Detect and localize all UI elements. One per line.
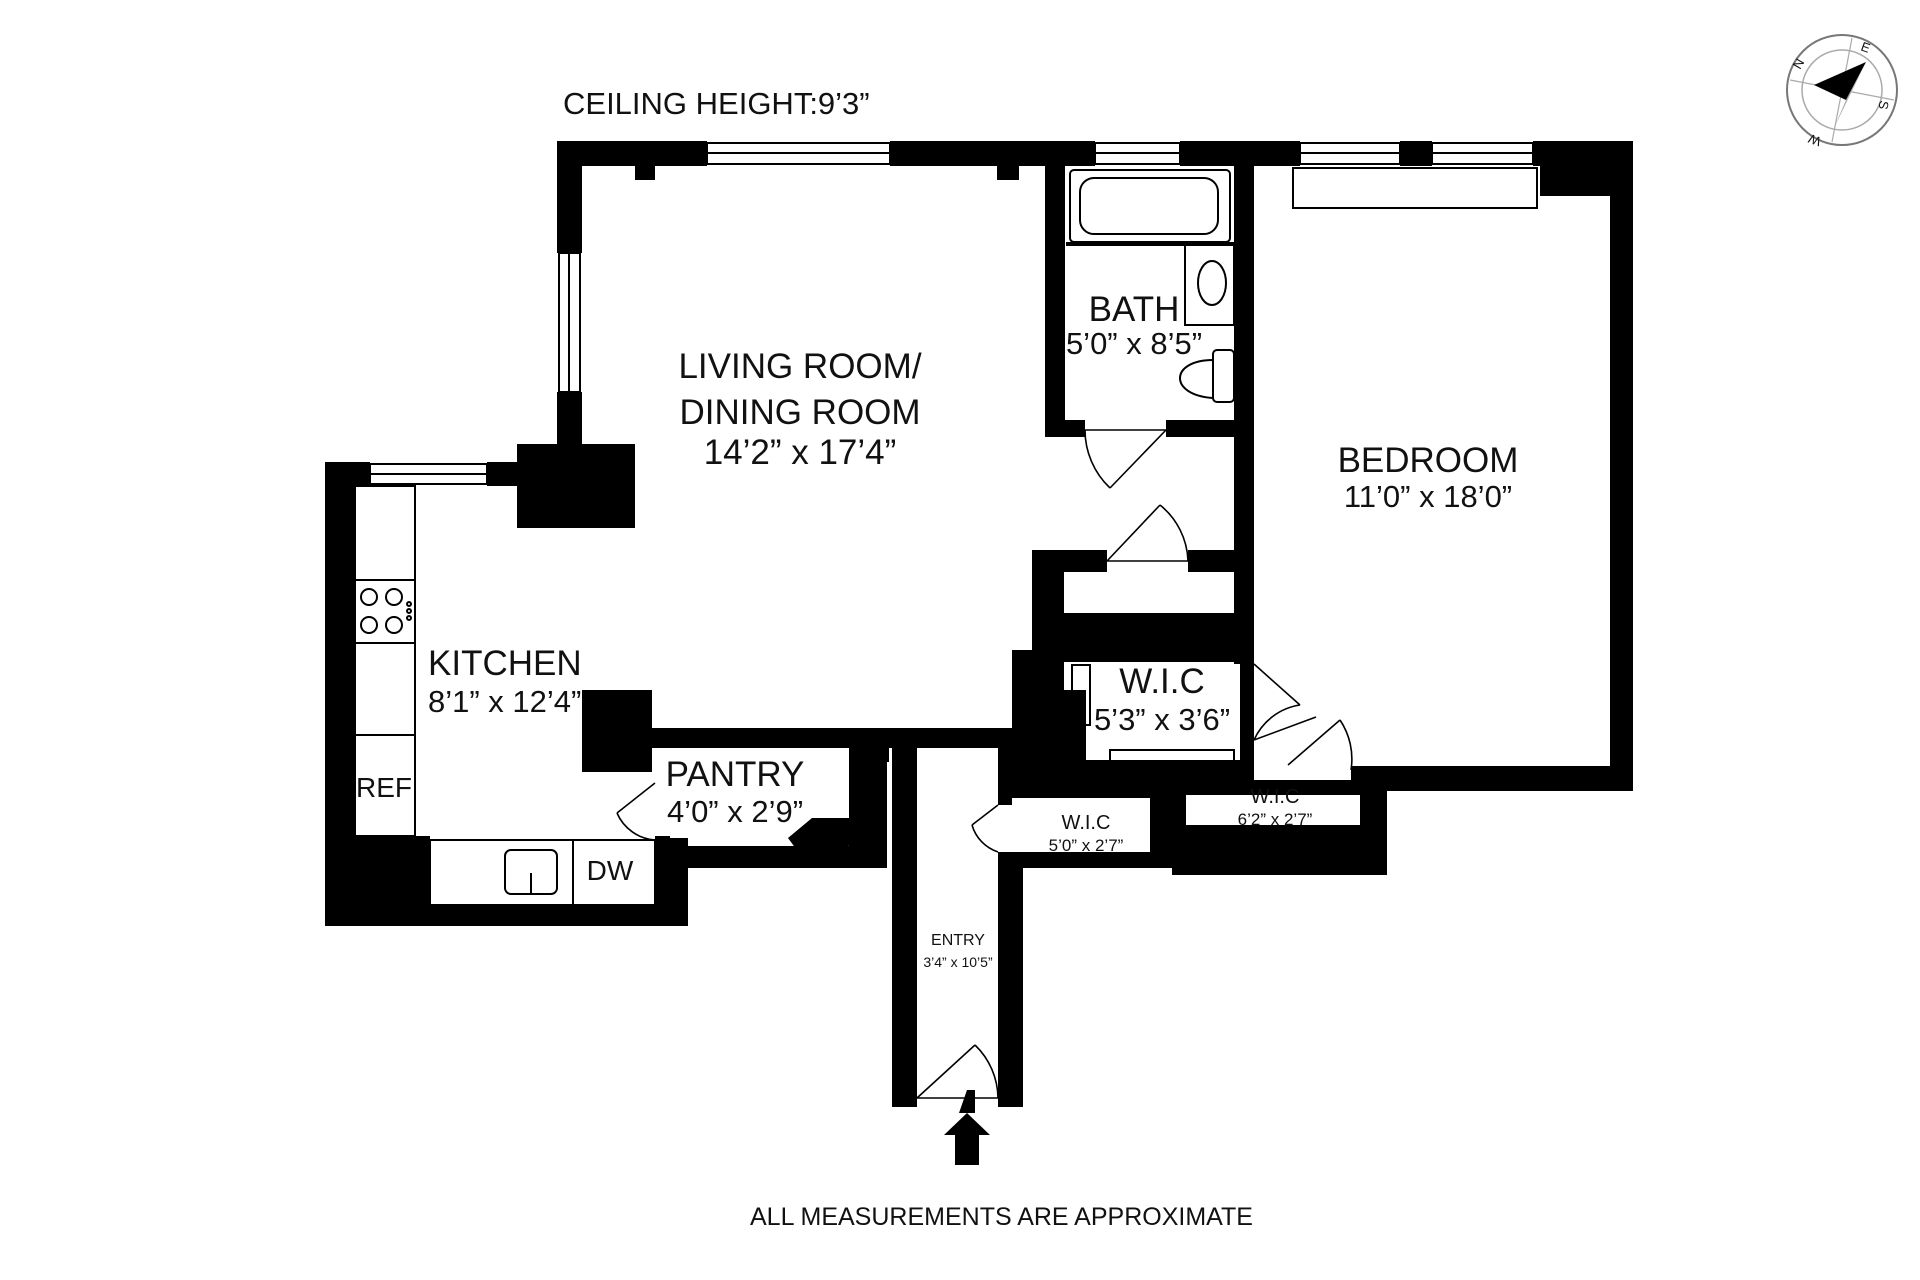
entry-name: ENTRY [931,932,985,949]
wic-bedroom-dims: 6’2” x 2’7” [1238,810,1313,829]
bath-dims: 5’0” x 8’5” [1066,326,1202,361]
pantry-name: PANTRY [666,755,805,794]
ref-label: REF [356,772,412,803]
room-voids [1186,795,1360,825]
compass-w: W [1806,131,1823,150]
pantry-dims: 4’0” x 2’9” [667,794,803,829]
bath-name: BATH [1089,290,1180,329]
kitchen-dims: 8’1” x 12’4” [428,684,581,719]
kitchen-fixtures [354,485,656,906]
doors [616,429,1353,1099]
wic-entry-dims: 5’0” x 2’7” [1049,836,1124,855]
wic-main-name: W.I.C [1119,662,1205,701]
kitchen-name: KITCHEN [428,644,582,683]
compass-icon: N E S W [1786,34,1898,150]
compass-s: S [1875,99,1891,110]
entry-arrow-icon [959,1090,975,1113]
ceiling-height-label: CEILING HEIGHT:9’3” [563,86,870,121]
bedroom-name: BEDROOM [1338,441,1519,480]
wic-main-dims: 5’3” x 3’6” [1094,702,1230,737]
approximate-note: ALL MEASUREMENTS ARE APPROXIMATE [750,1203,1253,1231]
closet-rods [1071,664,1235,765]
dw-label: DW [587,855,634,886]
windows [369,142,1534,485]
wic-entry-name: W.I.C [1062,812,1111,834]
entry-dims: 3’4” x 10’5” [923,954,993,970]
living-room-name-2: DINING ROOM [679,393,920,432]
living-room-name-1: LIVING ROOM/ [678,347,921,386]
bedroom-dims: 11’0” x 18’0” [1344,479,1512,514]
pantry-angled-wall [788,818,850,868]
living-room-dims: 14’2” x 17’4” [704,433,897,472]
walls [325,141,1633,1107]
radiator [1292,167,1538,209]
bath-fixtures [1066,169,1236,403]
wic-bedroom-name: W.I.C [1251,786,1300,808]
